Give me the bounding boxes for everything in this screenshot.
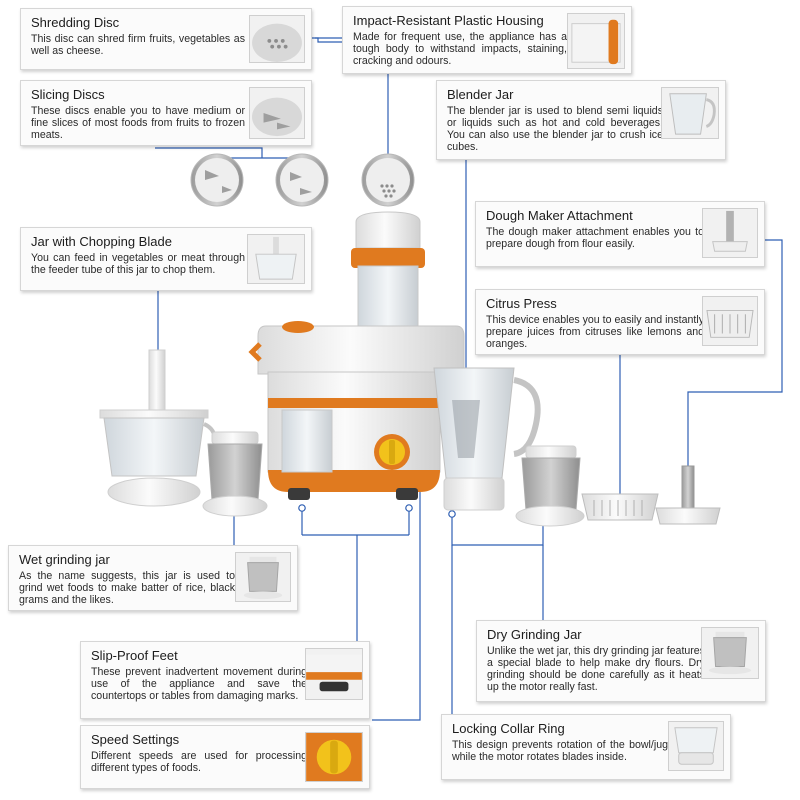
card-description: These prevent inadvertent movement durin… [91,666,307,702]
slip-proof-feet-icon [305,648,363,700]
card-title: Impact-Resistant Plastic Housing [353,13,544,28]
card-plastic-housing: Impact-Resistant Plastic Housing Made fo… [342,6,632,74]
wet-grinding-jar-item [202,431,268,517]
card-description: These discs enable you to have medium or… [31,105,245,141]
card-description: Made for frequent use, the appliance has… [353,31,567,67]
card-dough-maker: Dough Maker Attachment The dough maker a… [475,201,765,267]
dough-maker-icon [702,208,758,258]
card-description: As the name suggests, this jar is used t… [19,570,235,606]
shredding-disc [361,153,415,207]
card-slip-proof-feet: Slip-Proof Feet These prevent inadverten… [80,641,370,719]
card-title: Dry Grinding Jar [487,627,582,642]
dry-grinding-jar-icon [701,627,759,679]
card-title: Jar with Chopping Blade [31,234,172,249]
card-title: Dough Maker Attachment [486,208,633,223]
slicing-disc-medium [190,153,244,207]
card-title: Blender Jar [447,87,514,102]
citrus-press-icon [702,296,758,346]
card-description: This design prevents rotation of the bow… [452,739,668,763]
dry-grinding-jar-item [515,445,585,527]
card-wet-grinding-jar: Wet grinding jar As the name suggests, t… [8,545,298,611]
card-speed-settings: Speed Settings Different speeds are used… [80,725,370,789]
housing-icon [567,13,625,69]
card-description: Different speeds are used for processing… [91,750,307,774]
citrus-press-item [581,493,659,521]
locking-collar-icon [668,721,724,771]
chopping-jar [99,349,217,507]
blender-jar-icon [661,87,719,139]
card-blender-jar: Blender Jar The blender jar is used to b… [436,80,726,160]
slicing-disc-fine [275,153,329,207]
card-title: Locking Collar Ring [452,721,565,736]
shredding-disc-icon [249,15,305,63]
card-title: Slicing Discs [31,87,105,102]
blender-jar-item [433,367,541,511]
dough-maker-item [655,465,721,525]
wet-grinding-jar-icon [235,552,291,602]
card-description: You can feed in vegetables or meat throu… [31,252,245,276]
card-description: Unlike the wet jar, this dry grinding ja… [487,645,705,693]
card-dry-grinding-jar: Dry Grinding Jar Unlike the wet jar, thi… [476,620,766,702]
card-title: Slip-Proof Feet [91,648,178,663]
food-processor-main [248,211,465,500]
card-description: The dough maker attachment enables you t… [486,226,704,250]
speed-knob-icon [305,732,363,782]
card-description: This disc can shred firm fruits, vegetab… [31,33,245,57]
card-title: Citrus Press [486,296,557,311]
card-locking-collar: Locking Collar Ring This design prevents… [441,714,731,780]
card-description: The blender jar is used to blend semi li… [447,105,663,153]
chopping-jar-icon [247,234,305,284]
card-title: Shredding Disc [31,15,120,30]
card-chopping-jar: Jar with Chopping Blade You can feed in … [20,227,312,291]
card-shredding-disc: Shredding Disc This disc can shred firm … [20,8,312,70]
slicing-disc-icon [249,87,305,139]
card-description: This device enables you to easily and in… [486,314,704,350]
card-title: Wet grinding jar [19,552,110,567]
card-citrus-press: Citrus Press This device enables you to … [475,289,765,355]
card-slicing-discs: Slicing Discs These discs enable you to … [20,80,312,146]
card-title: Speed Settings [91,732,180,747]
